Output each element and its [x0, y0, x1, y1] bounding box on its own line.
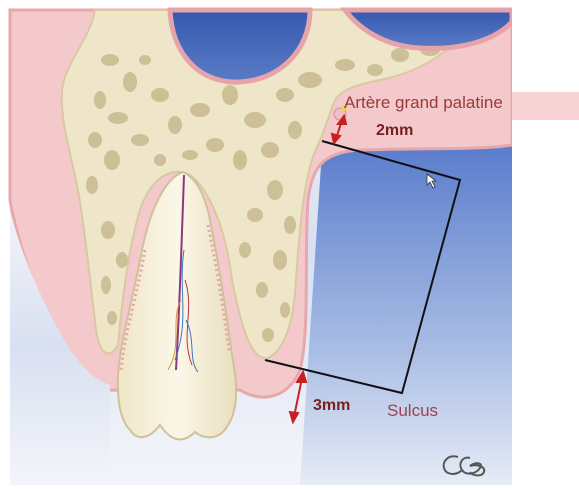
distance-2mm-label: 2mm: [376, 122, 413, 140]
artery-label: Artère grand palatine: [344, 93, 503, 113]
distance-3mm-label: 3mm: [313, 397, 350, 415]
right-background: [300, 145, 512, 485]
signature-icon: [440, 452, 500, 478]
sulcus-label: Sulcus: [387, 401, 438, 421]
label-strip: [512, 92, 579, 120]
